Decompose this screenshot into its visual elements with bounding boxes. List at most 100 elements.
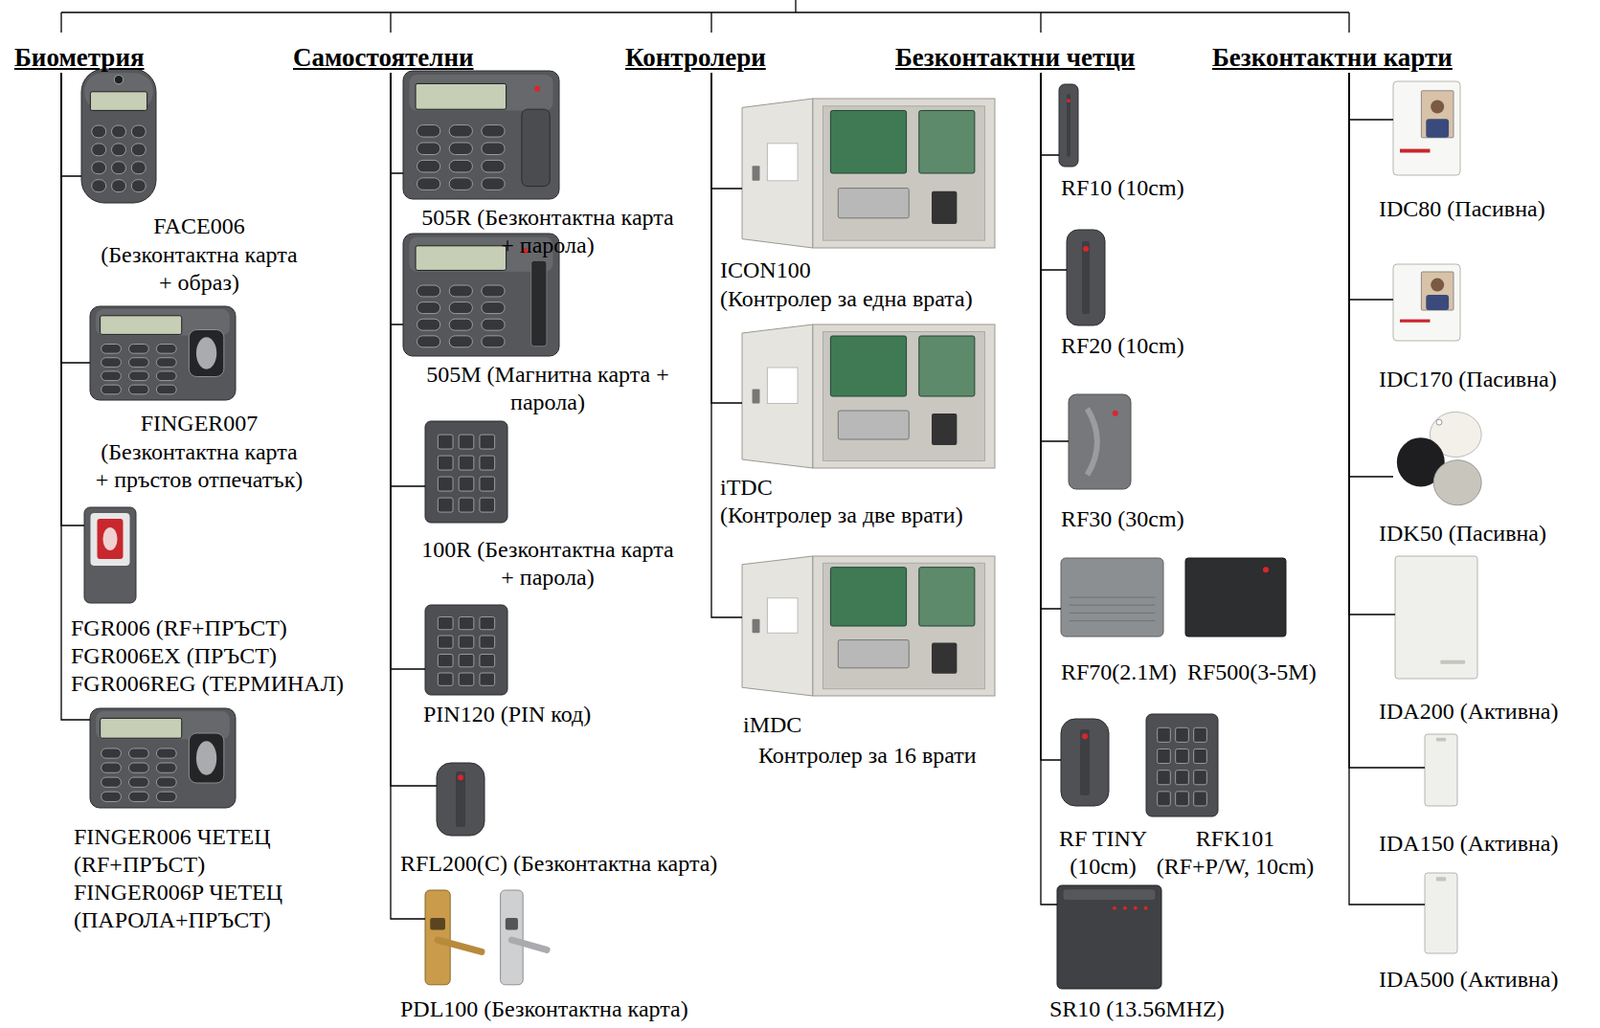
picture-part (1157, 770, 1172, 786)
picture-part (812, 98, 995, 248)
picture-part (479, 635, 496, 649)
picture-part (837, 640, 909, 669)
product-item: 505M (Магнитна карта + парола) (403, 233, 560, 357)
tree-branch (390, 72, 404, 174)
picture-part (455, 771, 466, 828)
product-picture (1060, 719, 1109, 807)
picture-part (416, 285, 440, 297)
product-caption: RFL200(C) (Безконтактна карта) (400, 850, 718, 879)
product-item: RF500(3-5M) (1185, 558, 1286, 637)
picture-part (403, 70, 560, 200)
picture-part (1069, 597, 1156, 599)
picture-part (415, 246, 507, 271)
tree-branch (1349, 72, 1425, 768)
product-item: RFK101 (RF+P/W, 10cm) (1146, 714, 1218, 817)
product-caption: FACE006 (153, 212, 246, 241)
picture-part (131, 143, 146, 157)
picture-part (1175, 727, 1190, 743)
product-caption: (Безконтактна карта + образ) (98, 241, 300, 297)
picture-part (112, 180, 127, 193)
picture-part (101, 371, 122, 382)
picture-part (129, 748, 150, 759)
tree-branch (390, 72, 426, 487)
picture-part (742, 556, 813, 697)
picture-part (1399, 149, 1431, 154)
picture-part (102, 527, 117, 551)
picture-part (1440, 660, 1465, 665)
picture-part (479, 617, 496, 631)
picture-part (101, 384, 122, 395)
picture-part (129, 777, 150, 788)
bus-tick (1348, 12, 1350, 33)
picture-part (479, 497, 496, 513)
picture-part (437, 940, 482, 952)
picture-part (1430, 99, 1444, 113)
product-item: IDC80 (Пасивна) (1393, 81, 1461, 176)
product-item: iTDC(Контролер за две врати) (742, 324, 995, 469)
product-caption: RF10 (10cm) (1060, 174, 1185, 203)
product-item: IDK50 (Пасивна) (1393, 405, 1486, 509)
category-heading: Безконтактни карти (1212, 42, 1453, 73)
picture-part (449, 318, 473, 331)
picture-part (129, 791, 150, 802)
picture-part (1425, 294, 1449, 311)
picture-part (425, 605, 508, 696)
picture-part (812, 324, 995, 469)
picture-part (101, 791, 122, 802)
picture-part (425, 421, 508, 523)
picture-part (449, 285, 473, 297)
picture-part (416, 302, 440, 315)
tree-branch (390, 72, 404, 325)
product-item: FGR006 (RF+ПРЪСТ)FGR006EX (ПРЪСТ)FGR006R… (84, 507, 136, 604)
picture-part (1393, 264, 1461, 341)
picture-part (196, 337, 217, 369)
tree-branch (1349, 72, 1394, 477)
product-caption: IDA500 (Активна) (1378, 966, 1558, 994)
product-item: FINGER007(Безконтактна карта + пръстов о… (90, 306, 236, 401)
product-item: RF30 (30cm) (1068, 394, 1131, 490)
tree-branch (1040, 72, 1061, 609)
picture-part (1069, 605, 1156, 607)
tree-branch (1040, 72, 1060, 156)
picture-part (1424, 873, 1458, 954)
picture-part (188, 733, 224, 784)
picture-part (1157, 791, 1172, 807)
bus-stem (794, 0, 796, 13)
product-caption: Контролер за 16 врати (758, 742, 977, 770)
product-picture (742, 98, 995, 248)
product-item: ICON100(Контролер за една врата) (742, 98, 995, 248)
picture-part (1175, 770, 1190, 786)
product-caption: IDC170 (Пасивна) (1378, 365, 1557, 394)
picture-part (822, 563, 985, 689)
picture-part (1433, 460, 1482, 506)
product-caption: FINGER007 (140, 409, 259, 438)
product-picture (1393, 264, 1461, 341)
product-item: RFL200(C) (Безконтактна карта) (436, 763, 485, 836)
product-item: RF TINY (10cm) (1060, 719, 1109, 807)
product-picture (81, 68, 157, 203)
product-caption: RF30 (30cm) (1060, 505, 1185, 534)
product-caption: FINGER006 ЧЕТЕЦ (RF+ПРЪСТ) (73, 823, 275, 879)
category-heading: Биометрия (14, 42, 145, 73)
picture-part (415, 83, 507, 110)
picture-part (156, 384, 177, 395)
product-item: 100R (Безконтактна карта + парола) (425, 421, 508, 523)
picture-part (766, 598, 798, 634)
picture-part (1194, 770, 1208, 786)
picture-part (919, 110, 975, 174)
picture-part (505, 918, 519, 930)
picture-part (1060, 558, 1164, 637)
picture-part (131, 161, 146, 175)
product-picture (1185, 558, 1286, 637)
product-picture (1057, 885, 1162, 990)
picture-part (1081, 241, 1090, 315)
picture-part (436, 763, 485, 836)
picture-part (1175, 748, 1190, 764)
tree-branch (390, 72, 426, 670)
picture-part (1175, 791, 1190, 807)
picture-part (931, 643, 957, 675)
category-heading-text: Самостоятелни (292, 42, 474, 73)
picture-part (91, 125, 107, 138)
picture-part (112, 125, 127, 138)
